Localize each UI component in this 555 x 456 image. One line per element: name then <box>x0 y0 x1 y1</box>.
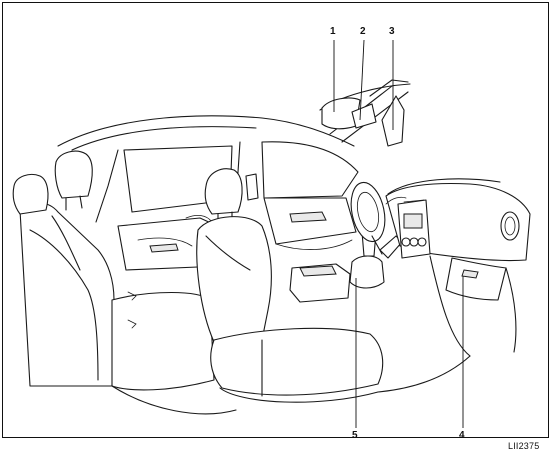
right-air-vent <box>500 211 520 241</box>
callout-4-label: 4 <box>459 430 465 441</box>
rear-seat-cushion <box>111 292 215 391</box>
front-side-window <box>261 141 359 199</box>
callout-3-label: 3 <box>389 26 395 37</box>
front-seat-backrest <box>196 216 272 343</box>
rearview-mirror <box>351 103 377 129</box>
hvac-knob-center <box>409 237 419 247</box>
rear-headrest-right <box>54 150 93 199</box>
figure-frame <box>2 2 549 438</box>
callout-1-label: 1 <box>330 26 336 37</box>
hvac-knob-right <box>417 237 427 247</box>
glove-box-latch <box>461 269 479 279</box>
hvac-knob-left <box>401 237 411 247</box>
seat-belt-guide <box>245 173 259 201</box>
front-door-handle <box>289 211 327 223</box>
center-stack <box>397 199 431 259</box>
glove-box <box>445 257 507 301</box>
roof-outline <box>57 115 355 147</box>
rear-door-handle <box>149 243 179 253</box>
audio-display <box>403 213 423 229</box>
rear-seat-backrest <box>19 202 115 387</box>
callout-2-label: 2 <box>360 26 366 37</box>
steering-wheel <box>350 181 386 243</box>
figure-code: LII2375 <box>508 441 540 451</box>
front-seat-cushion <box>210 327 384 396</box>
center-armrest <box>299 265 337 277</box>
callout-2-leader <box>359 39 365 121</box>
callout-5-label: 5 <box>352 430 358 441</box>
shift-boot <box>349 255 385 289</box>
rear-headrest-left <box>12 173 49 215</box>
front-seat-headrest <box>204 168 243 215</box>
